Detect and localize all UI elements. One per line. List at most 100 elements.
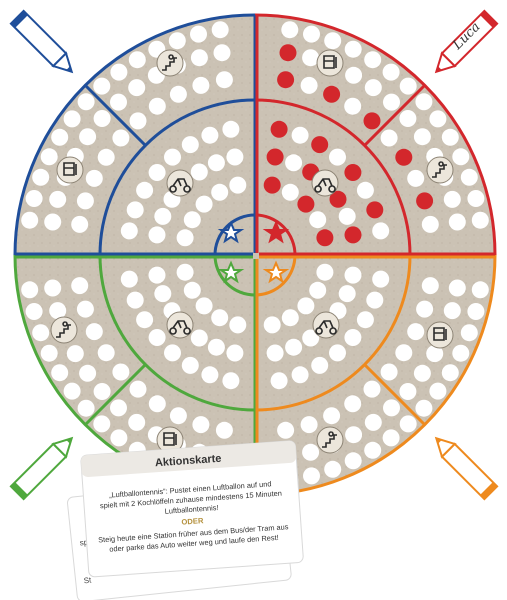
empty-dot[interactable]	[302, 49, 320, 67]
empty-dot[interactable]	[300, 76, 318, 94]
empty-dot[interactable]	[112, 363, 130, 381]
empty-dot[interactable]	[176, 229, 194, 247]
empty-dot[interactable]	[366, 291, 384, 309]
empty-dot[interactable]	[338, 285, 356, 303]
empty-dot[interactable]	[63, 382, 81, 400]
empty-dot[interactable]	[302, 329, 320, 347]
empty-dot[interactable]	[413, 364, 431, 382]
empty-dot[interactable]	[344, 97, 362, 115]
empty-dot[interactable]	[356, 311, 374, 329]
empty-dot[interactable]	[329, 344, 346, 362]
empty-dot[interactable]	[363, 380, 381, 398]
empty-dot[interactable]	[303, 25, 320, 43]
empty-dot[interactable]	[382, 63, 400, 81]
empty-dot[interactable]	[120, 270, 138, 288]
empty-dot[interactable]	[281, 21, 299, 39]
empty-dot[interactable]	[183, 211, 201, 229]
scribbled-dot[interactable]	[395, 148, 413, 166]
empty-dot[interactable]	[51, 128, 69, 146]
empty-dot[interactable]	[344, 40, 362, 58]
empty-dot[interactable]	[285, 154, 303, 172]
empty-dot[interactable]	[192, 76, 210, 94]
empty-dot[interactable]	[281, 309, 299, 327]
empty-dot[interactable]	[309, 281, 327, 299]
empty-dot[interactable]	[399, 415, 417, 433]
empty-dot[interactable]	[93, 383, 111, 400]
empty-dot[interactable]	[148, 97, 166, 115]
empty-dot[interactable]	[148, 395, 166, 413]
empty-dot[interactable]	[129, 380, 147, 398]
empty-dot[interactable]	[49, 302, 67, 320]
empty-dot[interactable]	[441, 128, 459, 146]
empty-dot[interactable]	[364, 79, 382, 97]
empty-dot[interactable]	[407, 169, 425, 187]
empty-dot[interactable]	[97, 344, 115, 362]
empty-dot[interactable]	[300, 416, 318, 434]
empty-dot[interactable]	[471, 281, 489, 299]
empty-dot[interactable]	[297, 297, 315, 315]
empty-dot[interactable]	[25, 303, 43, 320]
empty-dot[interactable]	[93, 415, 111, 433]
empty-dot[interactable]	[76, 192, 94, 210]
empty-dot[interactable]	[407, 323, 425, 341]
empty-dot[interactable]	[148, 164, 166, 181]
empty-dot[interactable]	[344, 329, 362, 346]
empty-dot[interactable]	[323, 407, 341, 425]
empty-dot[interactable]	[344, 395, 362, 413]
empty-dot[interactable]	[215, 71, 233, 89]
empty-dot[interactable]	[309, 211, 327, 229]
empty-dot[interactable]	[110, 429, 128, 447]
empty-dot[interactable]	[128, 79, 146, 97]
empty-dot[interactable]	[291, 126, 309, 144]
empty-dot[interactable]	[21, 211, 39, 229]
empty-dot[interactable]	[32, 168, 50, 186]
empty-dot[interactable]	[71, 215, 89, 233]
scribbled-dot[interactable]	[279, 44, 297, 62]
empty-dot[interactable]	[85, 323, 103, 341]
empty-dot[interactable]	[169, 85, 187, 103]
empty-dot[interactable]	[213, 44, 231, 62]
empty-dot[interactable]	[195, 195, 213, 213]
empty-dot[interactable]	[345, 426, 363, 444]
empty-dot[interactable]	[93, 77, 111, 95]
empty-dot[interactable]	[21, 281, 39, 299]
empty-dot[interactable]	[395, 344, 413, 362]
empty-dot[interactable]	[181, 136, 199, 154]
empty-dot[interactable]	[443, 190, 461, 208]
empty-dot[interactable]	[110, 93, 127, 111]
empty-dot[interactable]	[302, 443, 320, 461]
empty-dot[interactable]	[168, 32, 186, 50]
empty-dot[interactable]	[207, 154, 225, 172]
empty-dot[interactable]	[316, 263, 334, 281]
empty-dot[interactable]	[399, 110, 417, 127]
empty-dot[interactable]	[215, 421, 233, 439]
empty-dot[interactable]	[44, 213, 62, 231]
empty-dot[interactable]	[383, 93, 400, 111]
empty-dot[interactable]	[452, 344, 470, 362]
empty-dot[interactable]	[164, 344, 181, 362]
empty-dot[interactable]	[266, 344, 284, 362]
scribbled-dot[interactable]	[416, 192, 434, 210]
empty-dot[interactable]	[421, 215, 439, 233]
empty-dot[interactable]	[467, 190, 485, 207]
empty-dot[interactable]	[416, 300, 434, 318]
empty-dot[interactable]	[226, 344, 244, 362]
empty-dot[interactable]	[211, 183, 229, 201]
empty-dot[interactable]	[136, 181, 154, 199]
empty-dot[interactable]	[467, 303, 485, 320]
empty-dot[interactable]	[229, 176, 247, 194]
empty-dot[interactable]	[190, 329, 208, 347]
empty-dot[interactable]	[460, 168, 478, 186]
empty-dot[interactable]	[44, 279, 62, 297]
empty-dot[interactable]	[40, 344, 58, 362]
empty-dot[interactable]	[383, 399, 400, 417]
empty-dot[interactable]	[324, 460, 342, 478]
empty-dot[interactable]	[380, 129, 398, 147]
empty-dot[interactable]	[448, 213, 466, 231]
empty-dot[interactable]	[329, 148, 346, 166]
scribbled-dot[interactable]	[297, 195, 315, 213]
empty-dot[interactable]	[85, 169, 103, 187]
empty-dot[interactable]	[128, 413, 146, 431]
empty-dot[interactable]	[93, 110, 111, 127]
empty-dot[interactable]	[49, 190, 67, 208]
